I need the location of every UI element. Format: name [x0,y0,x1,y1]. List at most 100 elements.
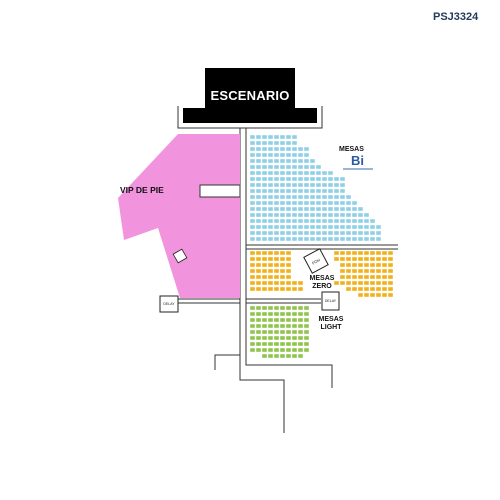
seat[interactable] [267,323,274,329]
seat[interactable] [369,286,376,292]
seat[interactable] [255,286,262,292]
seat[interactable] [273,317,280,323]
seat[interactable] [273,305,280,311]
seat[interactable] [261,353,268,359]
seat[interactable] [339,236,346,242]
seat[interactable] [267,188,274,194]
seat[interactable] [273,164,280,170]
seat[interactable] [315,230,322,236]
seat[interactable] [387,256,394,262]
seat[interactable] [291,329,298,335]
seat[interactable] [261,194,268,200]
seat[interactable] [381,274,388,280]
seat[interactable] [339,206,346,212]
seat[interactable] [273,206,280,212]
seat[interactable] [249,182,256,188]
seat[interactable] [315,218,322,224]
seat[interactable] [327,206,334,212]
seat[interactable] [267,286,274,292]
seat[interactable] [309,194,316,200]
seat[interactable] [267,347,274,353]
seat[interactable] [327,230,334,236]
seat[interactable] [357,256,364,262]
seat[interactable] [249,317,256,323]
seat[interactable] [273,262,280,268]
seat[interactable] [255,224,262,230]
seat[interactable] [291,335,298,341]
seat[interactable] [255,146,262,152]
seat[interactable] [273,176,280,182]
seat[interactable] [315,194,322,200]
seat[interactable] [255,317,262,323]
seat[interactable] [267,341,274,347]
seat[interactable] [285,140,292,146]
seat[interactable] [273,329,280,335]
seat[interactable] [255,274,262,280]
seat[interactable] [273,236,280,242]
seat[interactable] [273,230,280,236]
seat[interactable] [303,182,310,188]
seat[interactable] [279,329,286,335]
seat[interactable] [273,188,280,194]
seat[interactable] [345,280,352,286]
seat[interactable] [333,194,340,200]
seat[interactable] [261,164,268,170]
seat[interactable] [381,256,388,262]
seat[interactable] [333,256,340,262]
seat[interactable] [327,218,334,224]
seat[interactable] [249,236,256,242]
seat[interactable] [333,176,340,182]
seat[interactable] [327,224,334,230]
seat[interactable] [375,274,382,280]
seat[interactable] [285,335,292,341]
seat[interactable] [273,268,280,274]
delay-right-box[interactable] [321,291,340,311]
seat[interactable] [273,280,280,286]
seat[interactable] [303,200,310,206]
seat[interactable] [297,176,304,182]
seat[interactable] [345,218,352,224]
seat[interactable] [249,280,256,286]
seat[interactable] [279,236,286,242]
seat[interactable] [285,134,292,140]
seat[interactable] [303,176,310,182]
seat[interactable] [321,176,328,182]
seat[interactable] [297,170,304,176]
seat[interactable] [279,146,286,152]
seat[interactable] [291,311,298,317]
seat[interactable] [279,268,286,274]
seat[interactable] [357,292,364,298]
seat[interactable] [303,170,310,176]
seat[interactable] [333,236,340,242]
seat[interactable] [249,206,256,212]
seat[interactable] [267,329,274,335]
seat[interactable] [327,170,334,176]
seat[interactable] [255,329,262,335]
seat[interactable] [255,158,262,164]
seat[interactable] [345,286,352,292]
seat[interactable] [279,170,286,176]
seat[interactable] [303,152,310,158]
seat[interactable] [255,230,262,236]
seat[interactable] [261,262,268,268]
seat[interactable] [291,218,298,224]
seat[interactable] [297,182,304,188]
seat[interactable] [339,230,346,236]
seat[interactable] [357,262,364,268]
seat[interactable] [291,176,298,182]
seat[interactable] [279,256,286,262]
seat[interactable] [309,158,316,164]
seat[interactable] [381,286,388,292]
seat[interactable] [375,224,382,230]
seat[interactable] [387,262,394,268]
seat[interactable] [285,280,292,286]
seat[interactable] [249,341,256,347]
seat[interactable] [321,212,328,218]
seat[interactable] [339,268,346,274]
seat[interactable] [279,194,286,200]
seat[interactable] [285,323,292,329]
seat[interactable] [255,305,262,311]
seat[interactable] [285,274,292,280]
seat[interactable] [261,200,268,206]
seat[interactable] [279,140,286,146]
